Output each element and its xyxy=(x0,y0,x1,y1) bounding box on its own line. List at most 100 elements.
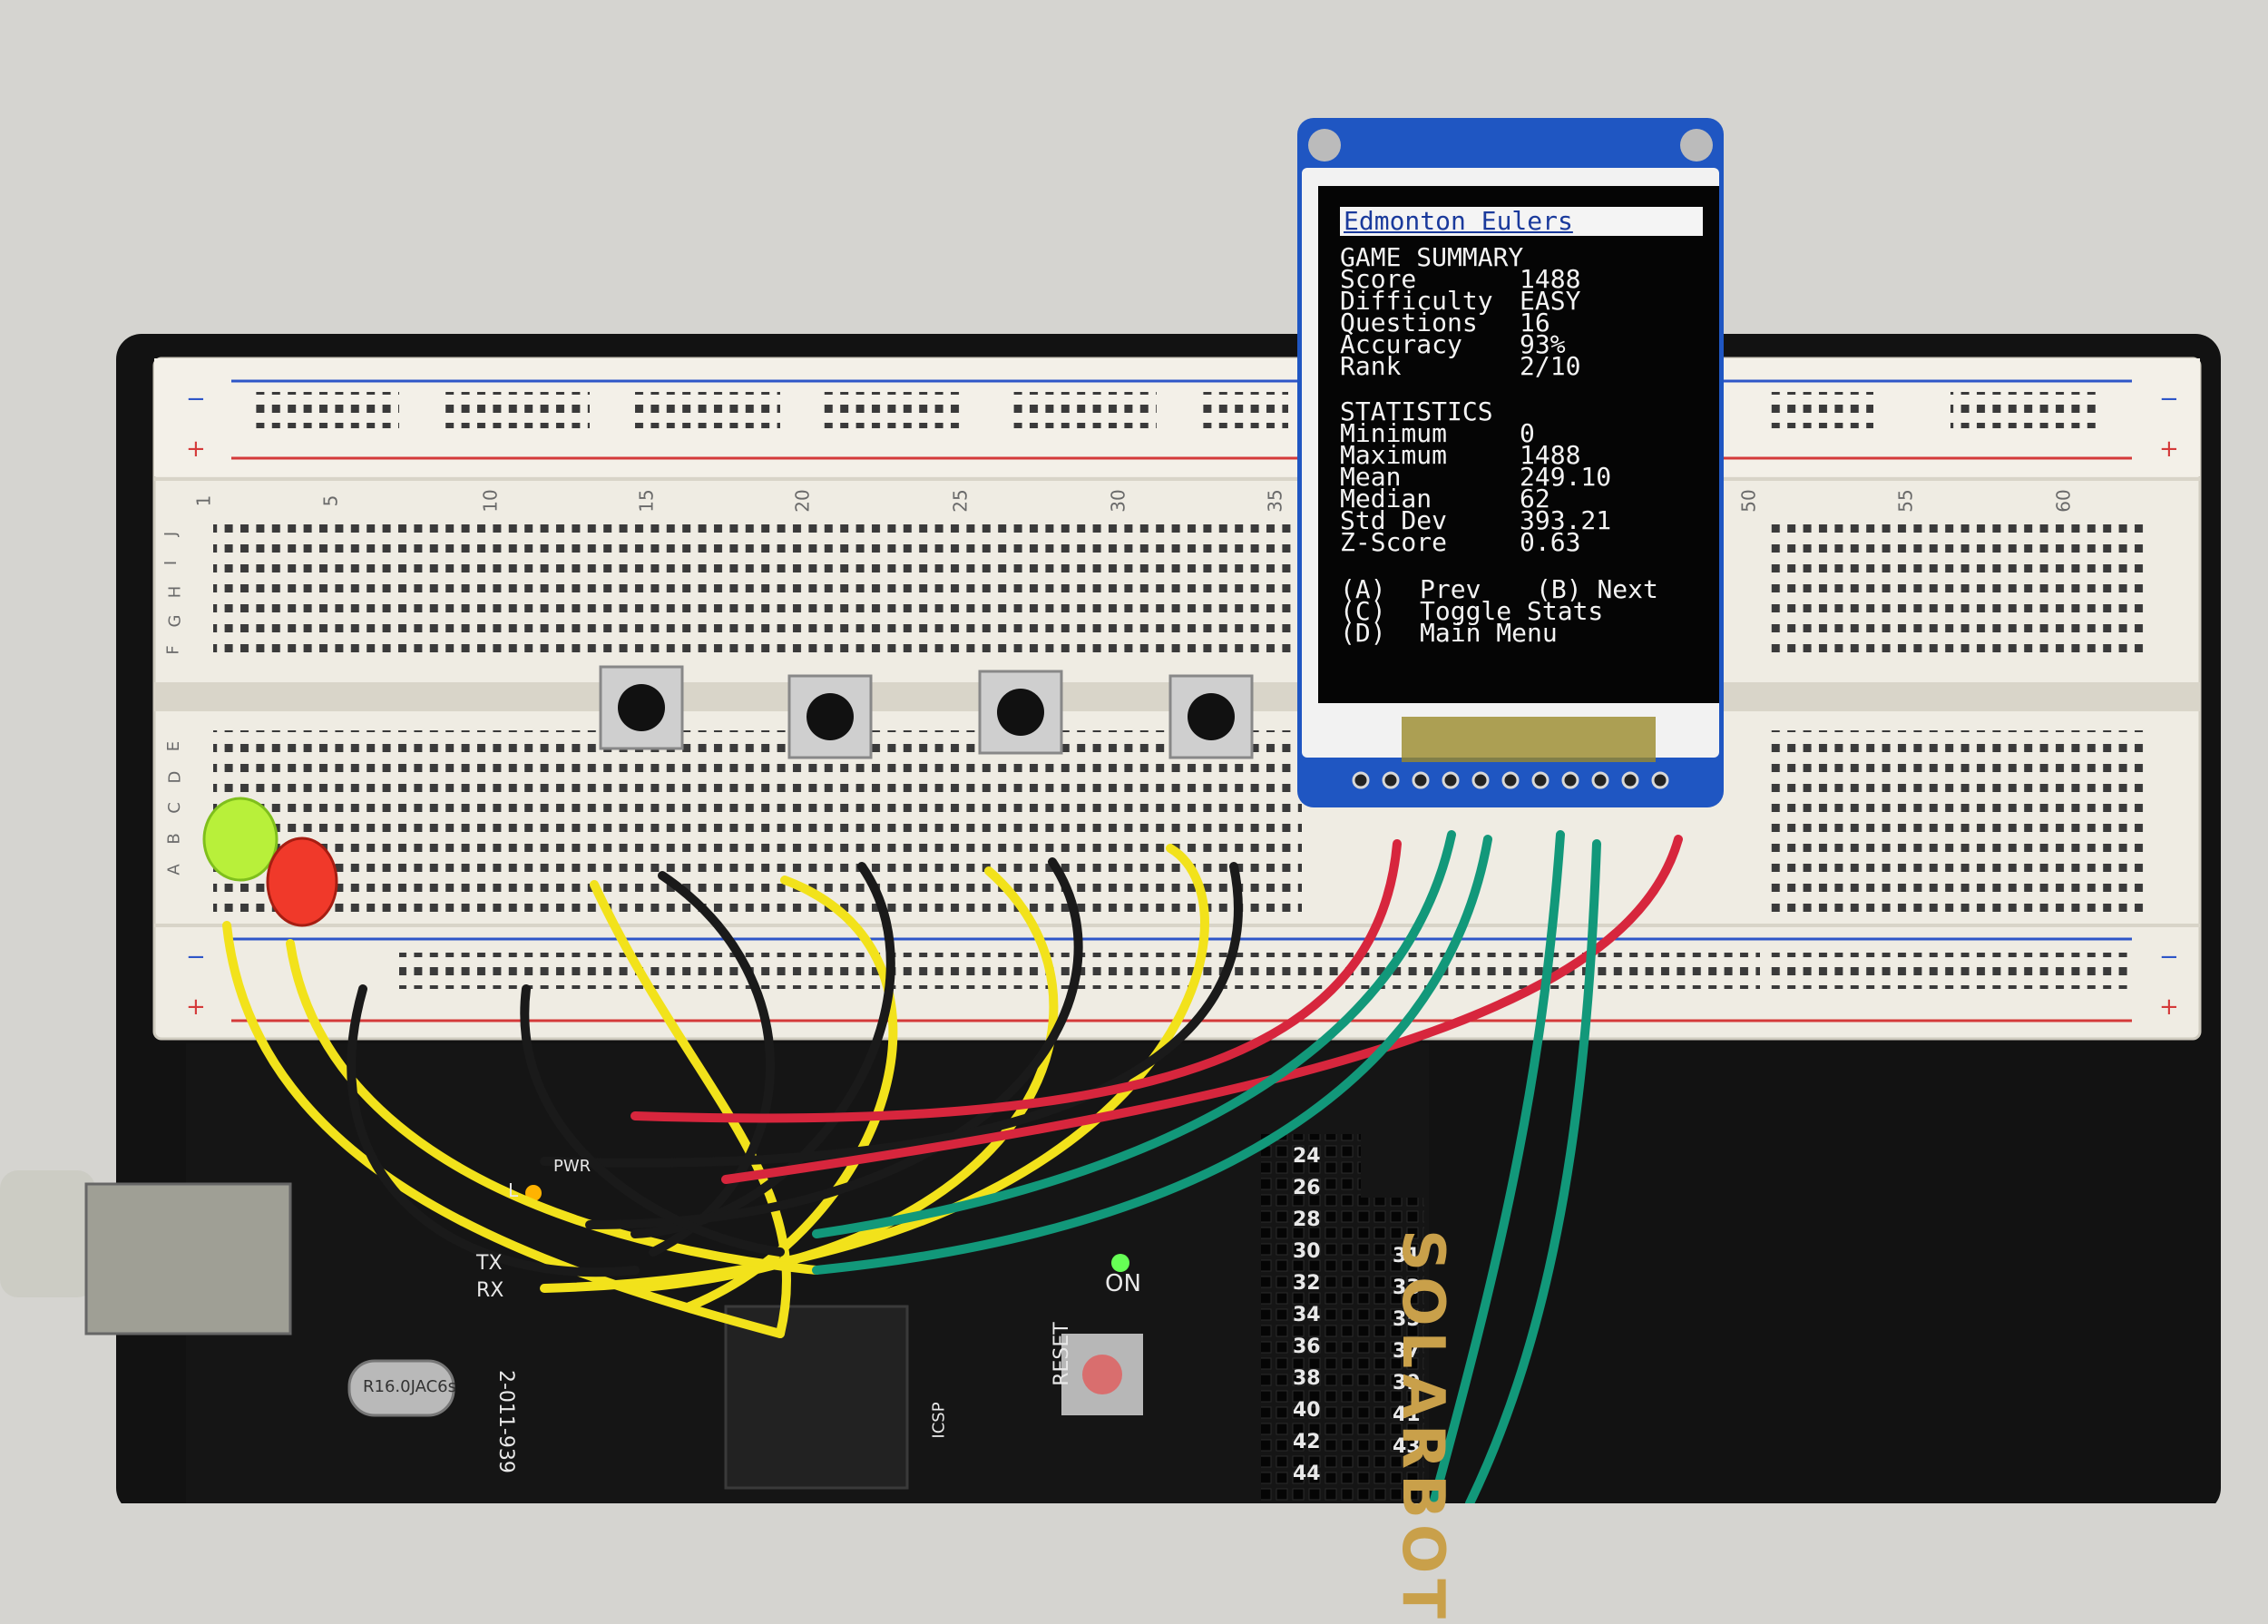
push-button-b xyxy=(787,674,873,759)
rail-minus-symbol: − xyxy=(2159,386,2179,413)
stat-value: 0 xyxy=(1520,418,1535,448)
serial-text: 2-011-939 xyxy=(494,1370,517,1473)
summary-label: Difficulty xyxy=(1340,286,1493,316)
reset-button-cap xyxy=(1082,1355,1122,1394)
rail-minus-symbol: − xyxy=(2159,944,2179,971)
on-label: ON xyxy=(1105,1270,1141,1297)
wire-red xyxy=(721,835,1683,1184)
stat-value: 393.21 xyxy=(1520,505,1612,535)
breadboard-photo xyxy=(0,118,2221,1503)
column-number: 20 xyxy=(791,489,814,513)
summary-value: 1488 xyxy=(1520,264,1581,294)
summary-label: Score xyxy=(1340,264,1417,294)
column-number: 25 xyxy=(949,489,972,513)
wire-green xyxy=(812,835,1492,1275)
wire-green xyxy=(1429,830,1565,1503)
reset-label: RESET xyxy=(1050,1322,1073,1386)
stat-value: 0.63 xyxy=(1520,527,1581,557)
stat-value: 62 xyxy=(1520,484,1550,514)
push-button-a xyxy=(599,665,684,750)
control-action: Next xyxy=(1597,574,1658,604)
pin-number: 24 xyxy=(1293,1145,1321,1168)
stat-value: 1488 xyxy=(1520,440,1581,470)
rail-plus-symbol: + xyxy=(186,435,206,463)
pin-number: 39 xyxy=(1393,1372,1421,1394)
pin-number: 32 xyxy=(1293,1272,1321,1295)
wire-yellow xyxy=(286,939,821,1275)
control-action: Main Menu xyxy=(1420,618,1558,648)
pin-number: 26 xyxy=(1293,1177,1321,1199)
row-letter: H xyxy=(165,585,185,599)
stat-label: Median xyxy=(1340,484,1432,514)
jumper-wires xyxy=(222,830,1683,1503)
control-key: (C) xyxy=(1340,596,1386,626)
stat-label: Z-Score xyxy=(1340,527,1448,557)
rx-label: RX xyxy=(476,1279,504,1302)
pwr-label: PWR xyxy=(553,1157,591,1176)
wire-green xyxy=(812,830,1456,1238)
pin-number: 41 xyxy=(1393,1404,1421,1426)
pin-number: 38 xyxy=(1293,1367,1321,1390)
column-number: 10 xyxy=(479,489,502,513)
pin-number: 30 xyxy=(1293,1240,1321,1263)
control-key: (D) xyxy=(1340,618,1386,648)
stat-value: 249.10 xyxy=(1520,462,1612,492)
tx-label: TX xyxy=(476,1252,503,1275)
column-number: 35 xyxy=(1264,489,1286,513)
column-number: 1 xyxy=(192,494,215,507)
summary-value: 16 xyxy=(1520,308,1550,338)
summary-label: Rank xyxy=(1340,351,1402,381)
pin-number: 37 xyxy=(1393,1340,1421,1363)
rail-minus-symbol: − xyxy=(186,386,206,413)
icsp-label: ICSP xyxy=(929,1402,949,1439)
summary-header: GAME SUMMARY xyxy=(1340,242,1524,272)
column-number: 55 xyxy=(1894,489,1917,513)
summary-label: Questions xyxy=(1340,308,1478,338)
statistics-header: STATISTICS xyxy=(1340,396,1493,426)
usb-connector xyxy=(84,1182,292,1335)
row-letter: B xyxy=(164,833,184,845)
crystal xyxy=(347,1359,455,1417)
rail-plus-symbol: + xyxy=(186,993,206,1021)
column-number: 50 xyxy=(1737,489,1760,513)
wire-yellow xyxy=(222,921,785,1338)
summary-value: 93% xyxy=(1520,329,1566,359)
lcd-screen xyxy=(1318,186,1719,703)
stat-label: Mean xyxy=(1340,462,1402,492)
wire-red xyxy=(631,839,1402,1123)
pin-number: 35 xyxy=(1393,1308,1421,1331)
control-key-action: (B) Next xyxy=(1536,577,1658,602)
pin-number: 43 xyxy=(1393,1435,1421,1458)
control-action: Prev xyxy=(1420,574,1481,604)
push-button-d xyxy=(1168,674,1254,759)
wire-yellow xyxy=(590,880,791,1338)
wire-green xyxy=(1465,839,1601,1503)
column-number: 15 xyxy=(635,489,658,513)
pin-number: 31 xyxy=(1393,1245,1421,1267)
stat-label: Minimum xyxy=(1340,418,1448,448)
l-led xyxy=(525,1185,542,1201)
leds xyxy=(202,797,338,927)
pin-number: 34 xyxy=(1293,1304,1321,1326)
push-buttons xyxy=(599,665,1254,759)
row-letter: J xyxy=(161,531,181,537)
wire-black xyxy=(347,984,640,1277)
summary-value: 2/10 xyxy=(1520,351,1581,381)
brand-text: SOLARBOT xyxy=(1389,1229,1456,1624)
row-letter: E xyxy=(164,740,184,752)
pin-number: 36 xyxy=(1293,1335,1321,1358)
row-letter: I xyxy=(161,560,181,566)
stat-label: Maximum xyxy=(1340,440,1448,470)
crystal-text: R16.0JAC6s xyxy=(363,1377,456,1396)
lcd-module xyxy=(1297,118,1724,807)
pin-number: 42 xyxy=(1293,1431,1321,1453)
control-key: (B) xyxy=(1536,574,1582,604)
green-led xyxy=(202,797,279,882)
row-letter: A xyxy=(164,864,184,876)
wire-black xyxy=(585,857,1083,1229)
microcontroller-chip xyxy=(724,1305,909,1490)
on-led xyxy=(1111,1254,1129,1272)
row-letter: D xyxy=(165,770,185,784)
l-label: L xyxy=(508,1179,519,1201)
